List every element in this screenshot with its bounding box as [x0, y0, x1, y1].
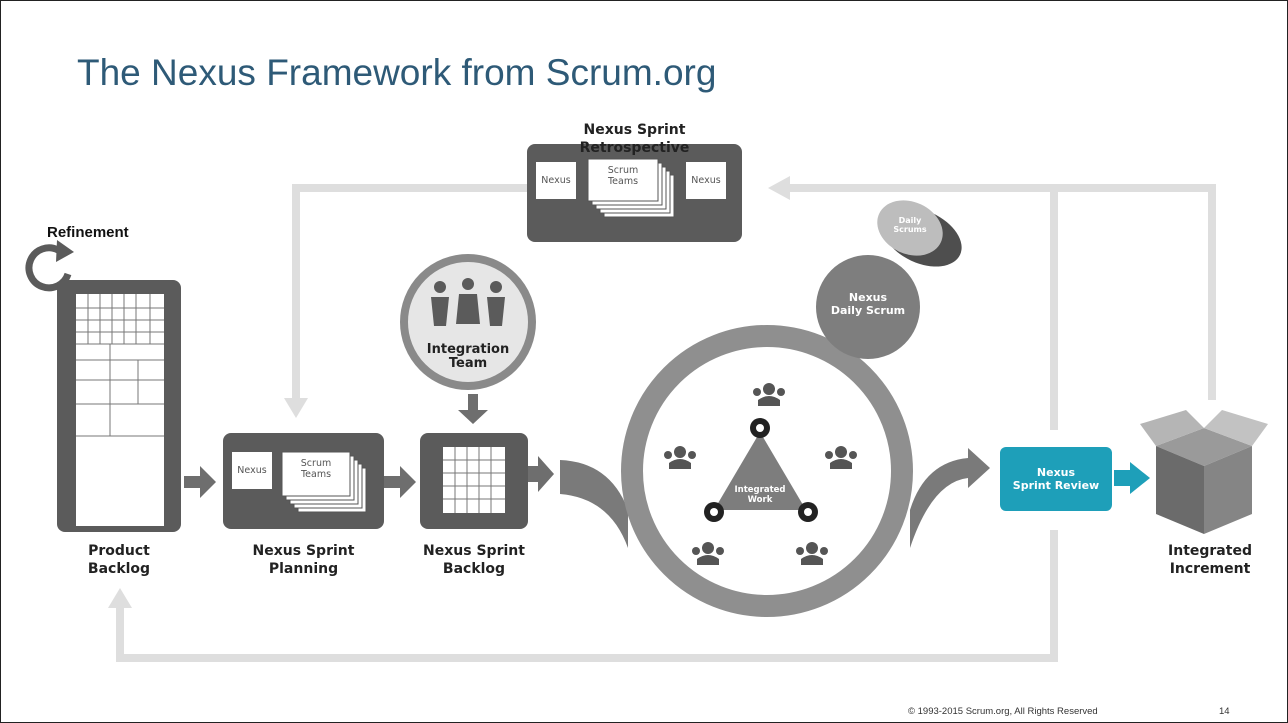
slide-title: The Nexus Framework from Scrum.org	[77, 52, 717, 93]
feedback-loop-lines	[116, 184, 1216, 662]
sprint-review-label: Nexus Sprint Review	[1012, 466, 1100, 492]
integration-team-circle	[400, 254, 536, 390]
sprint-planning-label: Nexus Sprint Planning	[252, 543, 355, 577]
product-backlog-box	[57, 280, 181, 532]
integrated-increment-label: Integrated Increment	[1168, 543, 1252, 577]
integrated-work-label: Integrated Work	[734, 485, 786, 505]
retro-nexus-right: Nexus	[691, 175, 721, 186]
sprint-curve-arrows	[560, 448, 990, 548]
sprint-review-box	[1000, 447, 1150, 511]
nexus-daily-scrum-label: Nexus Daily Scrum	[830, 291, 906, 317]
flow-arrows	[184, 394, 554, 498]
planning-nexus-label: Nexus	[237, 465, 267, 476]
retro-return-arrow	[768, 176, 790, 200]
retro-nexus-left: Nexus	[541, 175, 571, 186]
retrospective-label: Nexus Sprint Retrospective	[579, 122, 690, 156]
backlog-up-arrow	[108, 588, 132, 608]
integration-team-label: Integration Team	[426, 342, 510, 371]
page-number: 14	[1219, 706, 1230, 717]
retrospective-box	[527, 144, 742, 242]
refinement-label: Refinement	[47, 224, 129, 241]
product-backlog-label: Product Backlog	[87, 543, 151, 577]
planning-scrum-teams: Scrum Teams	[300, 458, 332, 480]
daily-scrums-label: Daily Scrums	[893, 216, 927, 234]
copyright-footer: © 1993-2015 Scrum.org, All Rights Reserv…	[908, 706, 1098, 717]
daily-scrum-circles	[816, 200, 962, 359]
sprint-backlog-label: Nexus Sprint Backlog	[423, 543, 525, 577]
sprint-planning-box	[223, 433, 384, 529]
retro-scrum-teams: Scrum Teams	[607, 165, 639, 187]
sprint-backlog-box	[420, 433, 528, 529]
planning-down-arrow	[284, 398, 308, 418]
sprint-ring	[621, 325, 913, 617]
increment-box-icon	[1140, 410, 1268, 534]
